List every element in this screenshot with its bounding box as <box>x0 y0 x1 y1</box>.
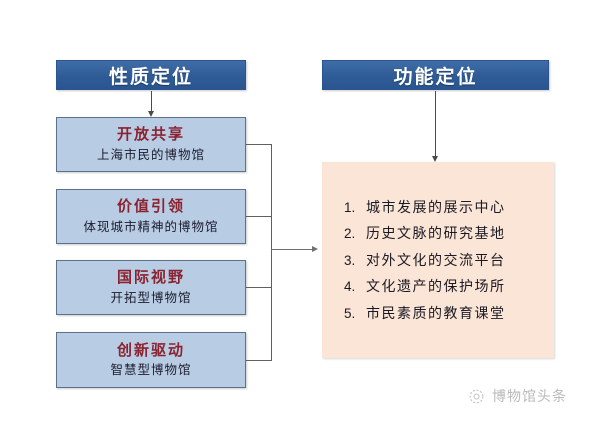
function-list-item: 4. 文化遗产的保护场所 <box>344 279 554 294</box>
nature-box-international-vision: 国际视野 开拓型博物馆 <box>56 260 246 315</box>
function-list-text: 文化遗产的保护场所 <box>366 278 506 295</box>
nature-box-title: 价值引领 <box>116 198 185 215</box>
nature-box-title: 开放共享 <box>116 126 185 143</box>
nature-box-subtitle: 开拓型博物馆 <box>110 290 192 305</box>
function-list-number: 3. <box>344 252 356 268</box>
function-list-number: 5. <box>344 305 356 321</box>
nature-box-innovation-driven: 创新驱动 智慧型博物馆 <box>56 332 246 388</box>
function-positioning-panel: 1. 城市发展的展示中心 2. 历史文脉的研究基地 3. 对外文化的交流平台 4… <box>322 162 554 358</box>
function-list-item: 1. 城市发展的展示中心 <box>344 200 554 215</box>
nature-box-title: 创新驱动 <box>116 341 185 359</box>
watermark-label: 博物馆头条 <box>492 388 567 404</box>
right-header-down-arrow <box>432 91 438 162</box>
nature-box-subtitle: 体现城市精神的博物馆 <box>83 219 219 234</box>
nature-box-subtitle: 上海市民的博物馆 <box>96 147 205 162</box>
connector-stub-4 <box>246 360 271 361</box>
left-column-header: 性质定位 <box>56 60 246 90</box>
right-column-header-label: 功能定位 <box>393 66 478 88</box>
function-list-item: 3. 对外文化的交流平台 <box>344 253 554 268</box>
connector-stub-2 <box>246 216 271 217</box>
function-list-number: 2. <box>344 226 356 242</box>
left-header-down-arrow <box>148 91 154 117</box>
function-list-item: 2. 历史文脉的研究基地 <box>344 226 554 241</box>
function-list-item: 5. 市民素质的教育课堂 <box>344 306 554 321</box>
function-list-text: 对外文化的交流平台 <box>366 251 506 268</box>
function-list-text: 市民素质的教育课堂 <box>366 304 506 321</box>
function-list-text: 城市发展的展示中心 <box>366 198 506 215</box>
watermark: 博物馆头条 <box>468 386 567 406</box>
spine-to-function-arrow <box>271 245 318 252</box>
nature-box-subtitle: 智慧型博物馆 <box>110 363 192 378</box>
connector-stub-1 <box>246 144 271 145</box>
connector-stub-3 <box>246 287 271 288</box>
left-column-header-label: 性质定位 <box>108 66 193 88</box>
nature-box-value-guidance: 价值引领 体现城市精神的博物馆 <box>56 189 246 244</box>
right-column-header: 功能定位 <box>322 60 549 90</box>
function-list-number: 4. <box>344 279 356 295</box>
nature-box-open-sharing: 开放共享 上海市民的博物馆 <box>56 117 246 172</box>
circular-logo-mark-icon <box>468 388 485 405</box>
function-list-text: 历史文脉的研究基地 <box>366 225 506 242</box>
nature-box-title: 国际视野 <box>116 269 185 286</box>
function-list-number: 1. <box>344 199 356 215</box>
connector-spine <box>271 144 272 361</box>
